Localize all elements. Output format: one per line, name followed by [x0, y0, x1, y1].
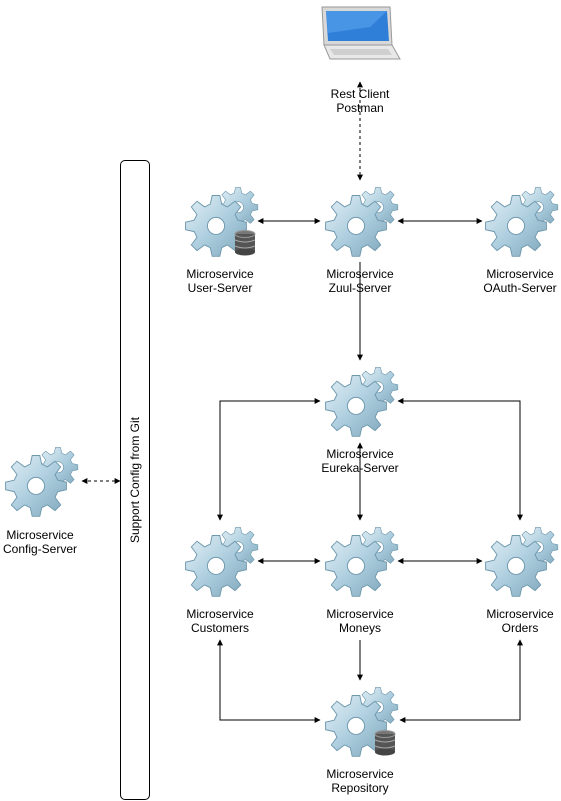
- node-label-moneys-line2: Moneys: [338, 621, 382, 635]
- node-label-config-line2: Config-Server: [2, 542, 78, 556]
- node-label-customers-line2: Customers: [190, 621, 249, 635]
- node-label-eureka-line2: Eureka-Server: [321, 461, 399, 475]
- node-label-zuul: Microservice Zuul-Server: [295, 267, 425, 295]
- gear-icon-oauth: [486, 187, 558, 256]
- node-label-zuul-line1: Microservice: [326, 267, 394, 281]
- node-label-orders-line2: Orders: [501, 621, 539, 635]
- node-label-user: Microservice User-Server: [155, 267, 285, 295]
- node-label-oauth-line2: OAuth-Server: [483, 281, 557, 295]
- git-config-bar: [120, 160, 150, 800]
- database-icon-user: [234, 230, 256, 256]
- node-label-moneys-line1: Microservice: [326, 607, 394, 621]
- node-label-eureka: Microservice Eureka-Server: [295, 447, 425, 475]
- node-label-customers-line1: Microservice: [186, 607, 254, 621]
- edge-orders-repository: [399, 639, 523, 723]
- gear-icon-eureka: [326, 367, 398, 436]
- gear-icon-moneys: [326, 527, 398, 596]
- node-label-oauth-line1: Microservice: [486, 267, 554, 281]
- node-label-orders-line1: Microservice: [486, 607, 554, 621]
- database-icon-repository: [374, 730, 396, 756]
- node-label-moneys: Microservice Moneys: [295, 607, 425, 635]
- node-label-oauth: Microservice OAuth-Server: [455, 267, 561, 295]
- gear-icon-zuul: [326, 187, 398, 256]
- node-label-customers: Microservice Customers: [155, 607, 285, 635]
- edge-eureka-customers: [217, 398, 321, 521]
- edge-customers-repository: [217, 639, 321, 723]
- node-label-repository-line2: Repository: [331, 781, 389, 795]
- git-config-label: Support Config from Git: [128, 416, 142, 544]
- node-label-zuul-line2: Zuul-Server: [328, 281, 392, 295]
- connectors: [81, 81, 523, 723]
- gear-icon-customers: [186, 527, 258, 596]
- edge-eureka-orders: [397, 398, 523, 521]
- gear-icon-config: [6, 447, 78, 516]
- client-label-line2: Postman: [336, 101, 384, 115]
- node-label-config: Microservice Config-Server: [0, 528, 105, 556]
- node-label-eureka-line1: Microservice: [326, 447, 394, 461]
- client-label-line1: Rest Client: [330, 87, 390, 101]
- node-label-repository: Microservice Repository: [295, 767, 425, 795]
- node-label-user-line2: User-Server: [187, 281, 253, 295]
- node-label-user-line1: Microservice: [186, 267, 254, 281]
- node-label-orders: Microservice Orders: [455, 607, 561, 635]
- laptop-icon: [321, 6, 401, 60]
- client-label: Rest Client Postman: [295, 87, 425, 115]
- node-label-config-line1: Microservice: [6, 528, 74, 542]
- node-label-repository-line1: Microservice: [326, 767, 394, 781]
- gear-icon-orders: [486, 527, 558, 596]
